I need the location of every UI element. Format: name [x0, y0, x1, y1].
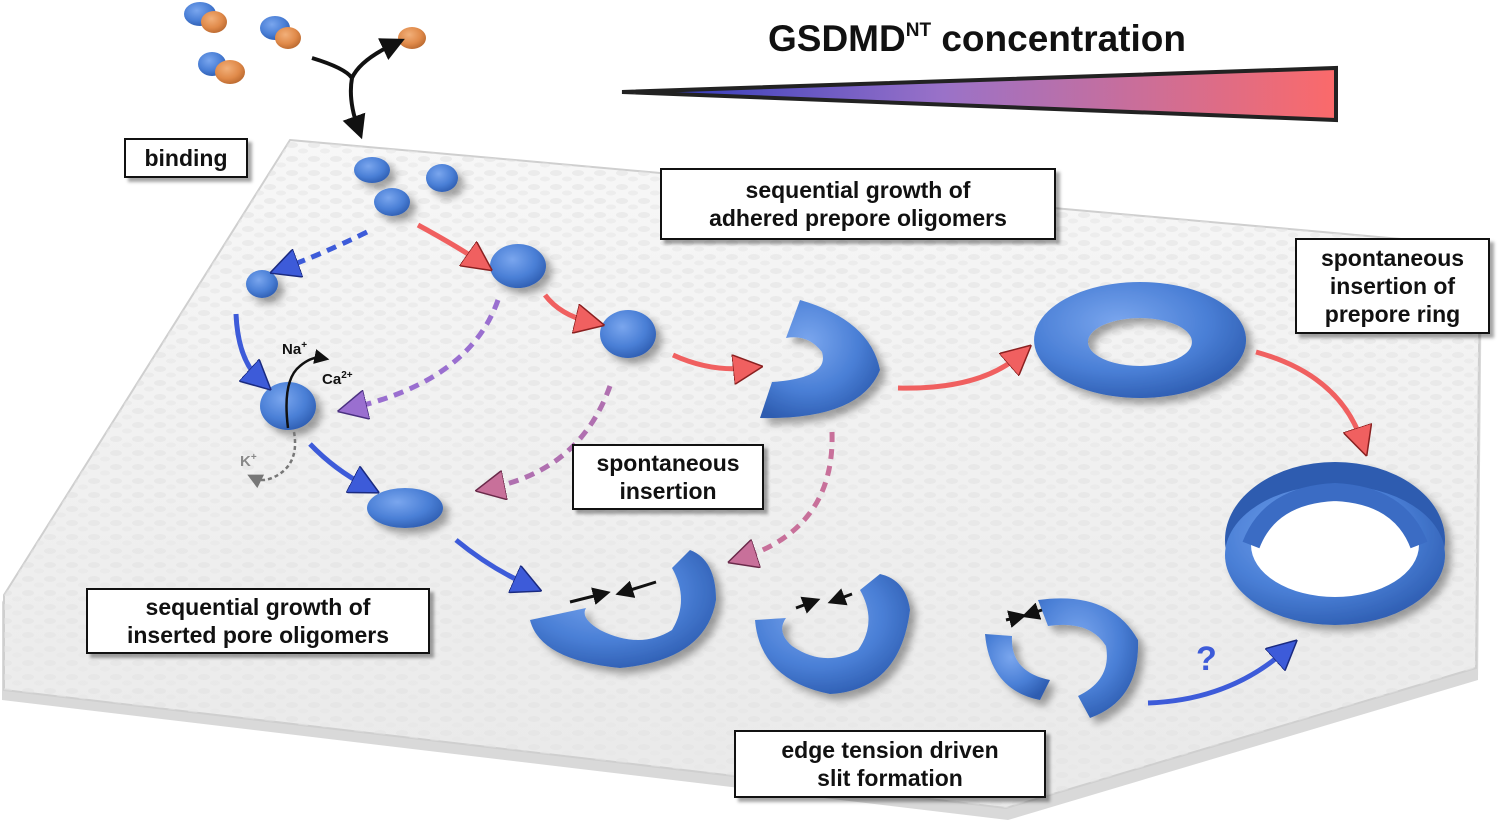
slit-arrows — [569, 580, 1043, 628]
prepore-ring — [1034, 282, 1247, 398]
inserted-pathway-arrows — [233, 229, 1286, 706]
prepore-arc — [760, 300, 880, 419]
question-mark: ? — [1196, 640, 1217, 678]
inserted-arc-1 — [530, 550, 716, 668]
bound-monomers — [246, 157, 656, 528]
spontaneous-insertion-label: spontaneous insertion — [572, 444, 764, 510]
soluble-gsdmd-proteins — [184, 2, 426, 84]
binding-label: binding — [124, 138, 248, 178]
potassium-ion-label: K+ — [240, 452, 257, 470]
inserted-arc-2 — [755, 574, 910, 694]
spontaneous-insertion-ring-label: spontaneous insertion of prepore ring — [1295, 238, 1490, 334]
concentration-title: GSDMDNT concentration — [768, 18, 1186, 59]
edge-tension-label: edge tension driven slit formation — [734, 730, 1046, 798]
concentration-gradient-wedge — [621, 65, 1338, 123]
inserted-growth-label: sequential growth of inserted pore oligo… — [86, 588, 430, 654]
prepore-growth-label: sequential growth of adhered prepore oli… — [660, 168, 1056, 240]
prepore-pathway-arrows — [416, 222, 1362, 442]
inserted-pore-ring — [1225, 462, 1445, 625]
inserted-arc-3 — [985, 598, 1139, 718]
ion-flux-arrows — [247, 349, 330, 489]
sodium-ion-label: Na+ — [282, 340, 308, 358]
insertion-dashed-arrows — [352, 299, 835, 558]
calcium-ion-label: Ca2+ — [322, 370, 353, 388]
cleavage-arrow — [311, 38, 405, 140]
